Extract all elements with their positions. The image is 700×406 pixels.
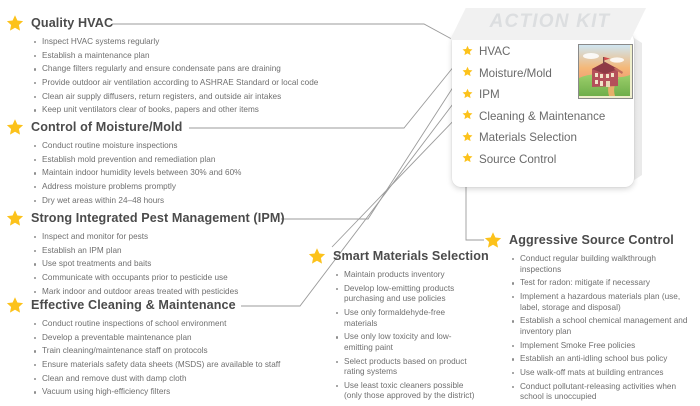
- star-icon: [308, 247, 326, 265]
- bullet-list: Inspect and monitor for pests Establish …: [6, 232, 336, 297]
- section-heading: Strong Integrated Pest Management (IPM): [6, 209, 336, 227]
- section-title: Smart Materials Selection: [333, 248, 489, 263]
- section-heading: Smart Materials Selection: [308, 247, 489, 265]
- list-item: Communicate with occupants prior to pest…: [34, 273, 336, 284]
- list-item: Keep unit ventilators clear of books, pa…: [34, 105, 336, 116]
- section-effective-cleaning-maintenance: Effective Cleaning & Maintenance Conduct…: [6, 296, 336, 401]
- list-item: Test for radon: mitigate if necessary: [512, 278, 696, 289]
- bullet-list: Maintain products inventory Develop low-…: [308, 270, 478, 402]
- section-title: Aggressive Source Control: [509, 232, 674, 247]
- list-item: Address moisture problems promptly: [34, 182, 336, 193]
- star-icon: [484, 231, 502, 249]
- list-item: Establish mold prevention and remediatio…: [34, 155, 336, 166]
- star-icon: [462, 152, 473, 166]
- list-item: Use spot treatments and baits: [34, 259, 336, 270]
- list-item: Train cleaning/maintenance staff on prot…: [34, 346, 336, 357]
- list-item: Establish a maintenance plan: [34, 51, 336, 62]
- bullet-list: Inspect HVAC systems regularly Establish…: [6, 37, 336, 116]
- star-icon: [6, 296, 24, 314]
- list-item: Clean and remove dust with damp cloth: [34, 374, 336, 385]
- list-item: Implement a hazardous materials plan (us…: [512, 292, 696, 313]
- section-smart-materials-selection: Smart Materials Selection Maintain produ…: [308, 247, 489, 405]
- school-building-thumbnail: [578, 44, 633, 99]
- list-item: Use only low toxicity and low-emitting p…: [336, 332, 478, 353]
- list-item: Conduct regular building walkthrough ins…: [512, 254, 696, 275]
- kit-item-label: Materials Selection: [479, 131, 577, 145]
- list-item: Mark indoor and outdoor areas treated wi…: [34, 287, 336, 298]
- star-icon: [6, 209, 24, 227]
- bullet-list: Conduct routine moisture inspections Est…: [6, 141, 336, 206]
- kit-item-hvac[interactable]: HVAC: [462, 41, 605, 63]
- connector-materials: [331, 114, 460, 248]
- list-item: Conduct routine moisture inspections: [34, 141, 336, 152]
- section-heading: Effective Cleaning & Maintenance: [6, 296, 336, 314]
- bullet-list: Conduct routine inspections of school en…: [6, 319, 336, 398]
- section-title: Strong Integrated Pest Management (IPM): [31, 210, 285, 225]
- list-item: Establish an anti-idling school bus poli…: [512, 354, 696, 365]
- star-icon: [462, 109, 473, 123]
- list-item: Develop a preventable maintenance plan: [34, 333, 336, 344]
- kit-item-source-control[interactable]: Source Control: [462, 149, 605, 171]
- list-item: Change filters regularly and ensure cond…: [34, 64, 336, 75]
- star-icon: [6, 118, 24, 136]
- list-item: Implement Smoke Free policies: [512, 341, 696, 352]
- action-kit-list: HVAC Moisture/Mold IPM Cleaning & Mainte…: [462, 41, 605, 170]
- section-heading: Control of Moisture/Mold: [6, 118, 336, 136]
- list-item: Use only formaldehyde-free materials: [336, 308, 478, 329]
- section-title: Effective Cleaning & Maintenance: [31, 297, 236, 312]
- kit-lid: [450, 8, 646, 40]
- list-item: Ensure materials safety data sheets (MSD…: [34, 360, 336, 371]
- star-icon: [462, 45, 473, 59]
- list-item: Maintain products inventory: [336, 270, 478, 281]
- list-item: Use least toxic cleaners possible (only …: [336, 381, 478, 402]
- kit-item-label: Cleaning & Maintenance: [479, 109, 606, 123]
- list-item: Inspect and monitor for pests: [34, 232, 336, 243]
- bullet-list: Conduct regular building walkthrough ins…: [484, 254, 696, 403]
- kit-item-moisture-mold[interactable]: Moisture/Mold: [462, 63, 605, 85]
- kit-item-ipm[interactable]: IPM: [462, 84, 605, 106]
- list-item: Maintain indoor humidity levels between …: [34, 168, 336, 179]
- kit-item-label: HVAC: [479, 45, 511, 59]
- star-icon: [462, 66, 473, 80]
- section-aggressive-source-control: Aggressive Source Control Conduct regula…: [484, 231, 696, 406]
- section-strong-integrated-pest-management: Strong Integrated Pest Management (IPM) …: [6, 209, 336, 300]
- kit-item-materials-selection[interactable]: Materials Selection: [462, 127, 605, 149]
- section-title: Control of Moisture/Mold: [31, 119, 183, 134]
- action-kit-box: ACTION KIT HVAC Moisture/Mold IPM: [450, 8, 648, 188]
- list-item: Provide outdoor air ventilation accordin…: [34, 78, 336, 89]
- star-icon: [462, 88, 473, 102]
- list-item: Clean air supply diffusers, return regis…: [34, 92, 336, 103]
- section-heading: Aggressive Source Control: [484, 231, 696, 249]
- section-quality-hvac: Quality HVAC Inspect HVAC systems regula…: [6, 14, 336, 119]
- star-icon: [6, 14, 24, 32]
- action-kit-label: ACTION KIT: [489, 11, 611, 32]
- kit-item-label: Source Control: [479, 152, 557, 166]
- list-item: Inspect HVAC systems regularly: [34, 37, 336, 48]
- section-heading: Quality HVAC: [6, 14, 336, 32]
- list-item: Conduct pollutant-releasing activities w…: [512, 382, 696, 403]
- kit-item-label: IPM: [479, 88, 500, 102]
- list-item: Develop low-emitting products purchasing…: [336, 284, 478, 305]
- section-control-of-moisture-mold: Control of Moisture/Mold Conduct routine…: [6, 118, 336, 209]
- list-item: Select products based on product rating …: [336, 357, 478, 378]
- star-icon: [462, 131, 473, 145]
- kit-item-cleaning-maintenance[interactable]: Cleaning & Maintenance: [462, 106, 605, 128]
- list-item: Conduct routine inspections of school en…: [34, 319, 336, 330]
- list-item: Establish an IPM plan: [34, 246, 336, 257]
- list-item: Establish a school chemical management a…: [512, 316, 696, 337]
- list-item: Vacuum using high-efficiency filters: [34, 387, 336, 398]
- section-title: Quality HVAC: [31, 15, 114, 30]
- kit-item-label: Moisture/Mold: [479, 66, 552, 80]
- list-item: Dry wet areas within 24–48 hours: [34, 196, 336, 207]
- list-item: Use walk-off mats at building entrances: [512, 368, 696, 379]
